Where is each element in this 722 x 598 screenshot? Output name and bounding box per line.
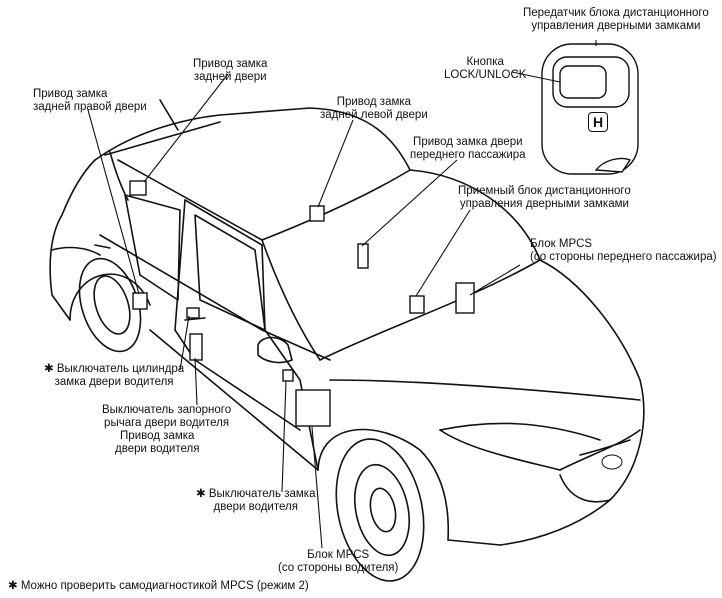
asterisk-mark: ✱ <box>8 580 18 592</box>
rear-left-door-actuator-part <box>309 205 325 222</box>
remote-logo: H <box>588 112 608 132</box>
rear-right-door-actuator-part <box>132 292 148 310</box>
remote-transmitter <box>541 43 639 175</box>
mpcs-driver-label: Блок MPCS(со стороны водителя) <box>278 549 399 574</box>
asterisk-mark: ✱ <box>44 363 54 375</box>
footnote: ✱ Можно проверить самодиагностикой MPCS … <box>8 578 309 592</box>
driver-lock-switch-label: ✱ Выключатель замка двери водителя <box>196 488 316 513</box>
driver-cylinder-switch-label: ✱ Выключатель цилиндра замка двери водит… <box>44 363 185 388</box>
front-passenger-actuator-part <box>357 243 369 269</box>
front-wheel <box>335 438 425 582</box>
footnote-text: Можно проверить самодиагностикой MPCS (р… <box>20 580 309 592</box>
driver-cylinder-switch-part <box>186 307 200 319</box>
rear-door-actuator-part <box>129 180 147 196</box>
asterisk-mark: ✱ <box>196 488 206 500</box>
receiver-unit-part <box>409 295 425 314</box>
driver-door-actuator-part <box>189 333 203 361</box>
car-body <box>49 99 645 546</box>
mpcs-passenger-label: Блок MPCS(со стороны переднего пассажира… <box>530 238 717 263</box>
leader-lines <box>87 40 597 549</box>
mpcs-passenger-part <box>455 282 475 314</box>
mpcs-driver-part <box>295 389 331 427</box>
driver-lock-switch-part <box>282 369 294 382</box>
grille-logo <box>601 454 623 470</box>
lock-unlock-button-shape <box>559 65 607 99</box>
